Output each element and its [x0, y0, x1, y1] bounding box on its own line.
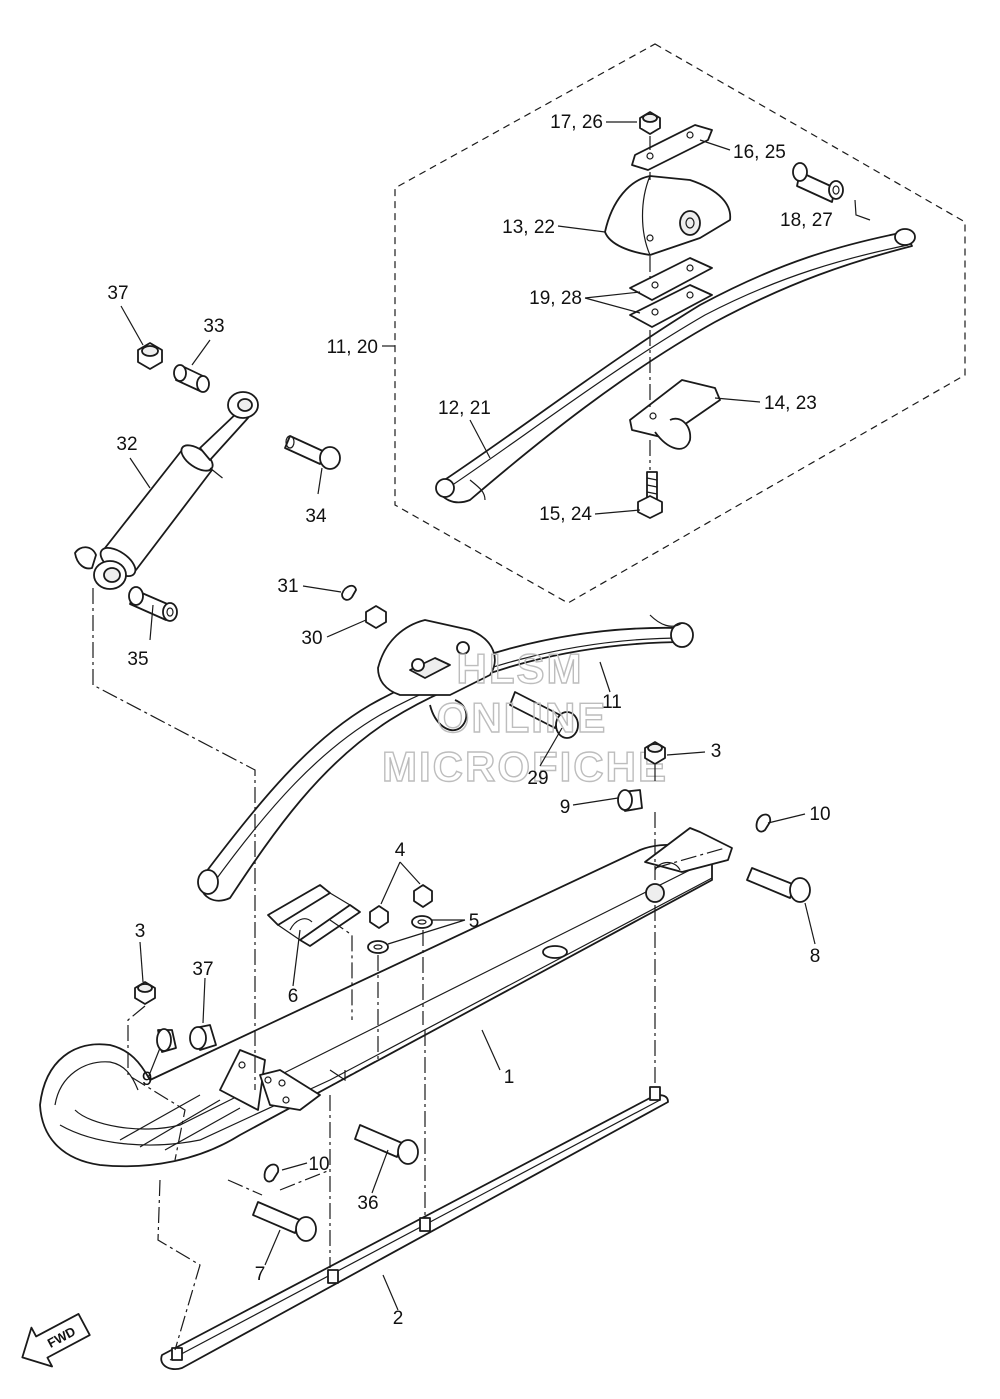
- washer-pair: [367, 915, 433, 954]
- spring-kit: [435, 111, 916, 519]
- mount-bolt: [509, 691, 579, 739]
- callout-33: 33: [203, 316, 224, 337]
- spring-bracket: [267, 884, 361, 947]
- callout-34: 34: [305, 506, 327, 527]
- rear-pivot-bolt: [746, 867, 811, 903]
- front-bolt-36: [354, 1124, 419, 1165]
- callout-3-right: 3: [711, 741, 722, 762]
- callout-labels: 17, 26 16, 25 18, 27 13, 22 19, 28 11, 2…: [107, 112, 832, 1329]
- hair-clip-front: [263, 1163, 280, 1183]
- callout-1: 1: [504, 1067, 515, 1088]
- callout-8: 8: [810, 946, 821, 967]
- callout-29: 29: [527, 768, 548, 789]
- nut-front: [134, 981, 156, 1005]
- fwd-arrow-icon: FWD: [21, 1313, 91, 1368]
- callout-10-right: 10: [809, 804, 830, 825]
- watermark-line3: MICROFICHE: [382, 743, 668, 790]
- callout-35: 35: [127, 649, 148, 670]
- callout-19-28: 19, 28: [529, 288, 582, 309]
- callout-16-25: 16, 25: [733, 142, 786, 163]
- callout-12-21: 12, 21: [438, 398, 491, 419]
- shock-collar-lower: [128, 586, 178, 622]
- callout-9-right: 9: [560, 797, 571, 818]
- shim-lower: [629, 284, 713, 328]
- watermark-line1: HLSM: [457, 645, 584, 692]
- wear-bar: [160, 1086, 669, 1370]
- callout-36: 36: [357, 1193, 378, 1214]
- ski: [39, 827, 733, 1168]
- callout-17-26: 17, 26: [550, 112, 603, 133]
- callout-37-left: 37: [192, 959, 213, 980]
- watermark-line2: ONLINE: [437, 694, 608, 741]
- callout-6: 6: [288, 986, 299, 1007]
- callout-7: 7: [255, 1264, 266, 1285]
- callout-13-22: 13, 22: [502, 217, 555, 238]
- shock-absorber: [74, 391, 259, 590]
- watermark: HLSM ONLINE MICROFICHE: [381, 644, 668, 790]
- callout-32: 32: [116, 434, 137, 455]
- saddle-bracket: [604, 175, 732, 256]
- callout-2: 2: [393, 1308, 404, 1329]
- hair-clip-top: [341, 584, 357, 601]
- shock-bolt: [284, 435, 341, 470]
- callout-15-24: 15, 24: [539, 504, 592, 525]
- callout-10-left: 10: [308, 1154, 329, 1175]
- callout-14-23: 14, 23: [764, 393, 817, 414]
- leaf-spring: [436, 231, 913, 504]
- retainer-plate: [631, 124, 713, 171]
- spring-bushing: [792, 162, 844, 203]
- callout-30: 30: [301, 628, 322, 649]
- shock-nut: [137, 342, 163, 370]
- callout-3-left: 3: [135, 921, 146, 942]
- spring-mount: [377, 619, 496, 732]
- leader-lines: [120, 121, 816, 1311]
- callout-4: 4: [395, 840, 406, 861]
- callout-11-20: 11, 20: [327, 337, 378, 358]
- hair-clip-rear: [755, 813, 772, 833]
- shock-collar-upper: [173, 364, 210, 393]
- collar-front: [189, 1024, 217, 1051]
- callout-18-27: 18, 27: [780, 210, 833, 231]
- nut-pair: [369, 884, 433, 929]
- nut-rear: [644, 741, 666, 765]
- kit-bolt: [637, 471, 663, 519]
- callout-9-left: 9: [142, 1069, 153, 1090]
- shim-upper: [629, 257, 713, 301]
- wear-bracket: [629, 379, 721, 450]
- front-bolt-7: [252, 1201, 317, 1242]
- callout-31: 31: [277, 576, 298, 597]
- callout-5: 5: [469, 911, 480, 932]
- callout-37-top: 37: [107, 283, 128, 304]
- assembly-lines: [92, 467, 726, 1351]
- callout-11: 11: [602, 692, 622, 713]
- castle-nut: [365, 605, 387, 629]
- washer-front: [156, 1028, 177, 1053]
- top-nut: [639, 111, 661, 135]
- collar-rear: [617, 789, 643, 812]
